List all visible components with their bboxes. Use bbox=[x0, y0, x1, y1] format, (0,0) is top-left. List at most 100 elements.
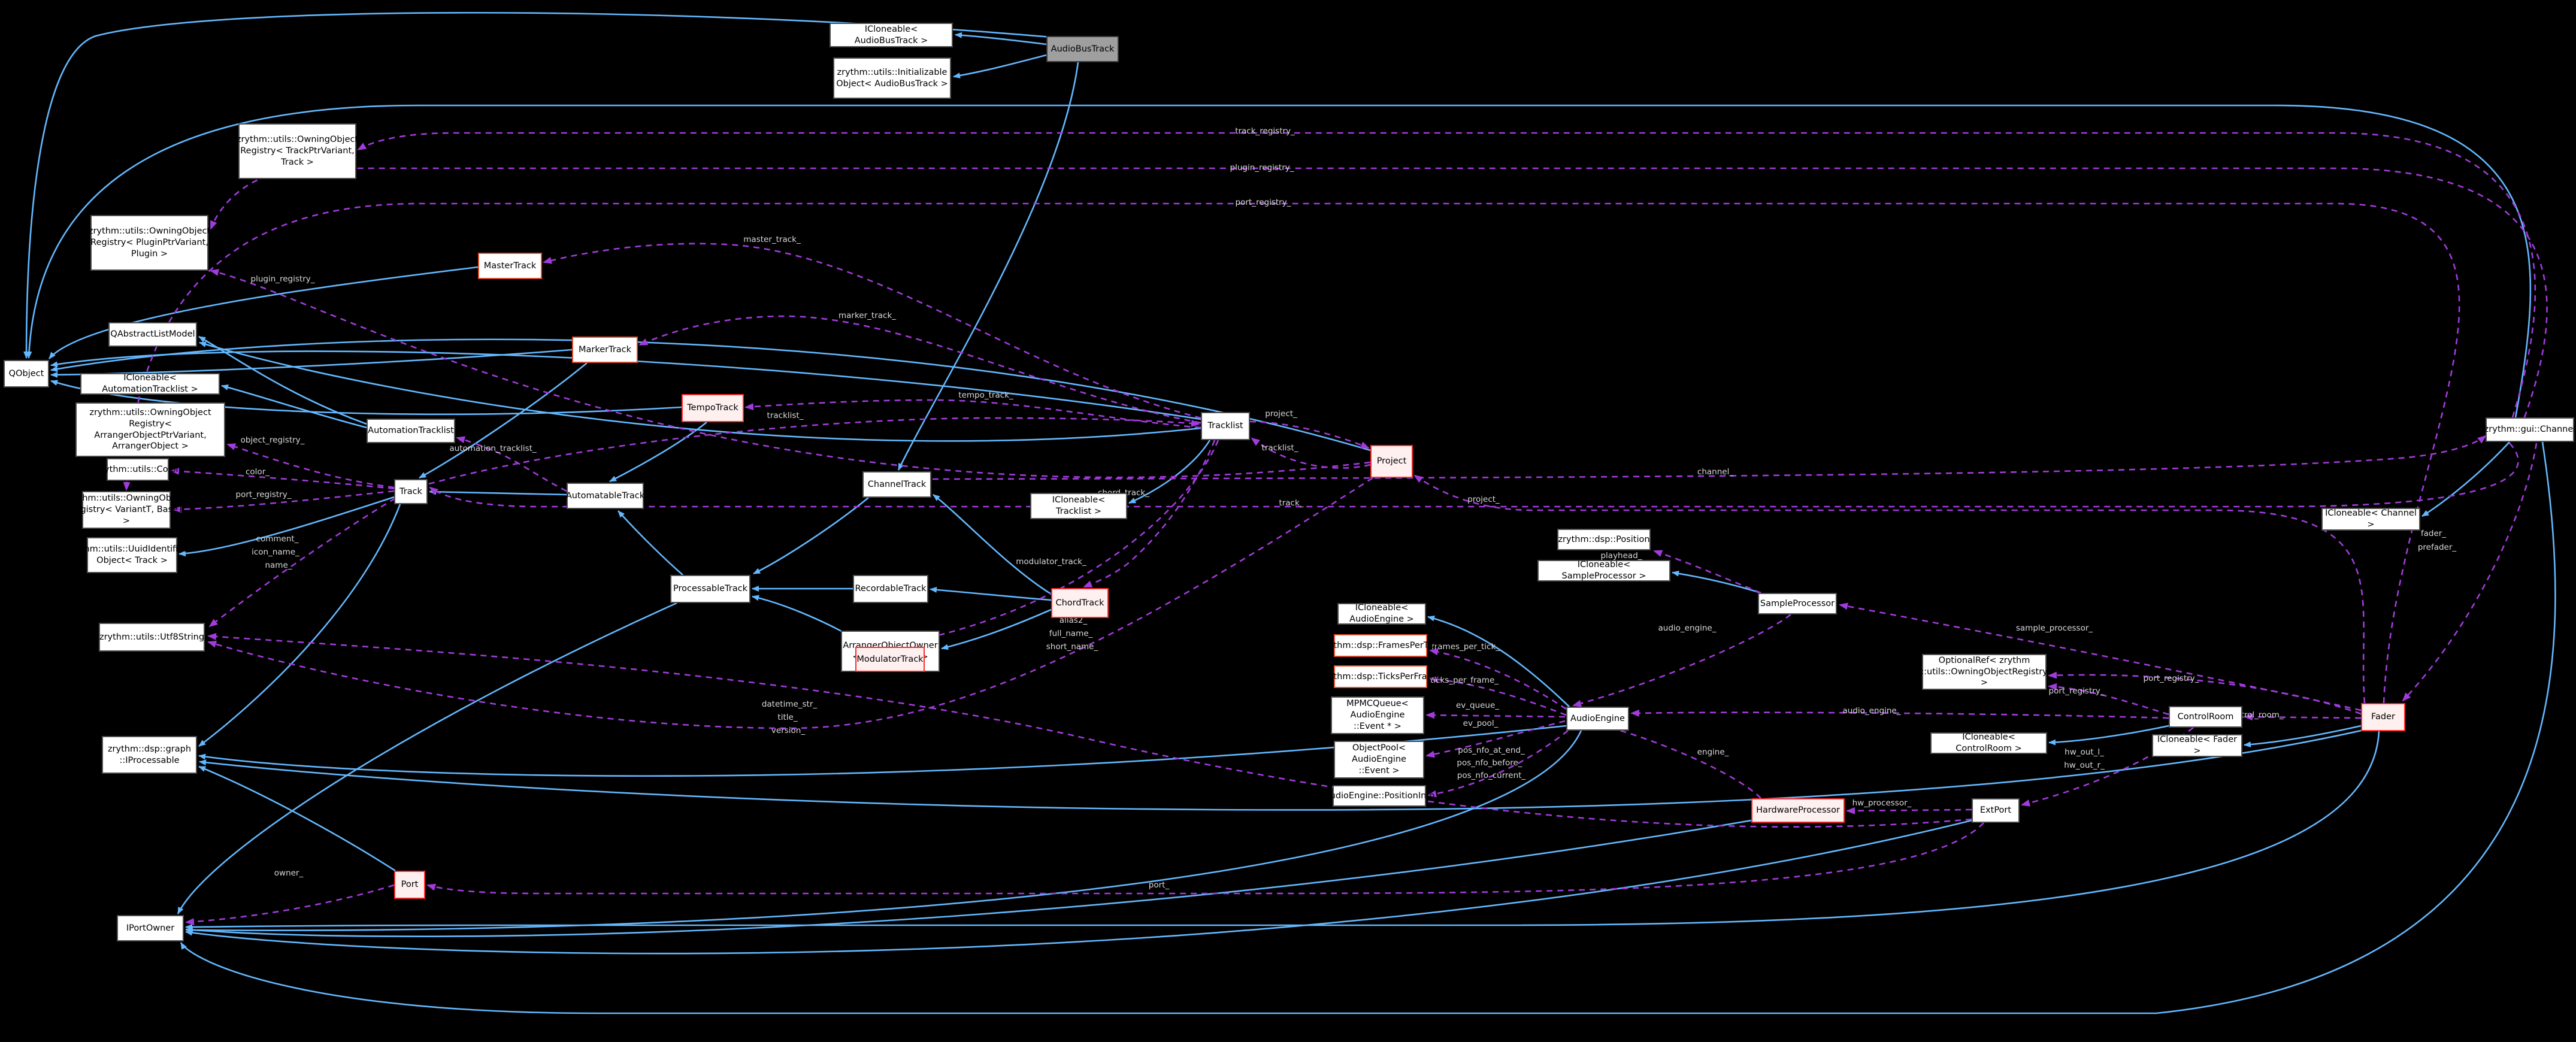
inheritance-edge bbox=[419, 362, 588, 479]
edge-label: ticks_per_frame_ bbox=[1430, 676, 1499, 685]
inheritance-edge bbox=[185, 819, 1972, 955]
node-icl-controlroom[interactable]: ICloneable< ControlRoom > bbox=[1930, 732, 2047, 754]
usage-edge bbox=[1425, 711, 1566, 719]
node-channeltrack[interactable]: ChannelTrack bbox=[862, 471, 931, 498]
edge-label: hw_out_r_ bbox=[2064, 761, 2105, 770]
inheritance-edge bbox=[753, 496, 869, 575]
edge-label: tracklist_ bbox=[1261, 443, 1298, 453]
node-fader[interactable]: Fader bbox=[2361, 703, 2405, 731]
node-hardwareprocessor[interactable]: HardwareProcessor bbox=[1751, 798, 1845, 823]
edge-label: audio_engine_ bbox=[1658, 623, 1717, 633]
usage-edge bbox=[1595, 722, 1761, 799]
edge-label: channel_ bbox=[1697, 467, 1734, 477]
inheritance-edge bbox=[930, 586, 1052, 601]
node-modulatortrack[interactable]: ModulatorTrack bbox=[855, 647, 925, 672]
node-chordtrack[interactable]: ChordTrack bbox=[1051, 588, 1109, 618]
node-track-registry[interactable]: zrythm::utils::OwningObject Registry< Tr… bbox=[237, 123, 358, 179]
node-icl-audiobustrack[interactable]: ICloneable< AudioBusTrack > bbox=[830, 23, 953, 47]
node-color[interactable]: zrythm::utils::Color bbox=[96, 458, 180, 481]
inheritance-edge bbox=[941, 608, 1052, 650]
node-position[interactable]: zrythm::dsp::Position bbox=[1557, 529, 1651, 550]
node-automatabletrack[interactable]: AutomatableTrack bbox=[566, 483, 644, 509]
node-framespertick[interactable]: zrythm::dsp::FramesPerTick bbox=[1320, 634, 1441, 657]
edge-label: ev_pool_ bbox=[1463, 719, 1499, 728]
edge-label: frames_per_tick_ bbox=[1431, 642, 1500, 652]
edge-label: audio_engine_ bbox=[1842, 706, 1901, 716]
edge-label: hw_processor_ bbox=[1852, 798, 1912, 808]
node-utf8string[interactable]: zrythm::utils::Utf8String bbox=[99, 623, 205, 652]
edge-label: port_ bbox=[1148, 880, 1170, 890]
edge-label: datetime_str_ bbox=[761, 699, 818, 709]
edge-label: ev_queue_ bbox=[1455, 701, 1500, 710]
node-icl-fader[interactable]: ICloneable< Fader > bbox=[2152, 734, 2242, 757]
edge-label: pos_nfo_at_end_ bbox=[1458, 746, 1525, 755]
usage-edge bbox=[428, 417, 1200, 485]
node-extport[interactable]: ExtPort bbox=[1972, 798, 2020, 823]
usage-edge bbox=[1846, 807, 1972, 814]
edge-label: tracklist_ bbox=[767, 411, 804, 420]
node-icl-audioengine[interactable]: ICloneable< AudioEngine > bbox=[1337, 603, 1426, 625]
node-mpmcqueue[interactable]: MPMCQueue< AudioEngine ::Event * > bbox=[1331, 696, 1424, 734]
node-icl-automationtracklist[interactable]: ICloneable< AutomationTracklist > bbox=[80, 373, 220, 395]
node-qabstractlistmodel[interactable]: QAbstractListModel bbox=[108, 322, 197, 347]
inheritance-edge bbox=[609, 421, 707, 483]
usage-edge bbox=[1572, 613, 1791, 707]
node-positioninfo[interactable]: AudioEngine::PositionInfo bbox=[1324, 785, 1434, 807]
edge-label: title_ bbox=[777, 713, 798, 722]
edge-label: modulator_track_ bbox=[1016, 557, 1086, 567]
edge-label: color_ bbox=[246, 467, 270, 477]
node-initobj-audiobustrack[interactable]: zrythm::utils::Initializable Object< Aud… bbox=[833, 57, 951, 99]
node-plugin-registry[interactable]: zrythm::utils::OwningObject Registry< Pl… bbox=[89, 215, 210, 271]
usage-edge bbox=[1429, 648, 1567, 710]
inheritance-edge bbox=[1672, 570, 1761, 594]
edge-label: project_ bbox=[1467, 495, 1500, 504]
node-project[interactable]: Project bbox=[1370, 445, 1413, 478]
edge-label: port_registry_ bbox=[1235, 198, 1291, 207]
node-optionalref[interactable]: OptionalRef< zrythm ::utils::OwningObjec… bbox=[1921, 654, 2048, 690]
usage-edge bbox=[2402, 443, 2538, 702]
node-icl-sampleprocessor[interactable]: ICloneable< SampleProcessor > bbox=[1537, 560, 1670, 581]
edge-label: port_registry_ bbox=[2048, 686, 2105, 696]
node-audioengine[interactable]: AudioEngine bbox=[1566, 707, 1629, 731]
usage-edge bbox=[1425, 720, 1566, 758]
node-iprocessable[interactable]: zrythm::dsp::graph ::IProcessable bbox=[102, 736, 197, 774]
node-markertrack[interactable]: MarkerTrack bbox=[572, 337, 638, 363]
node-mastertrack[interactable]: MasterTrack bbox=[478, 253, 542, 279]
node-ticksperframe[interactable]: zrythm::dsp::TicksPerFrame bbox=[1320, 665, 1441, 688]
usage-edge bbox=[2021, 726, 2194, 807]
node-controlroom[interactable]: ControlRoom bbox=[2169, 706, 2242, 728]
usage-edge bbox=[1653, 550, 1761, 594]
inheritance-edge bbox=[2244, 725, 2362, 748]
node-sampleprocessor[interactable]: SampleProcessor bbox=[1758, 593, 1837, 614]
node-audiobustrack[interactable]: AudioBusTrack bbox=[1046, 36, 1119, 62]
node-port[interactable]: Port bbox=[394, 871, 425, 899]
node-icl-channel[interactable]: ICloneable< Channel > bbox=[2321, 508, 2420, 531]
edge-label: marker_track_ bbox=[838, 311, 897, 320]
node-objectpool[interactable]: ObjectPool< AudioEngine ::Event > bbox=[1334, 741, 1424, 779]
edge-label: prefader_ bbox=[2417, 543, 2457, 552]
node-arranger-object-registry[interactable]: zrythm::utils::OwningObject Registry< Ar… bbox=[75, 402, 225, 457]
usage-edge bbox=[456, 436, 567, 492]
node-icl-tracklist[interactable]: ICloneable< Tracklist > bbox=[1030, 493, 1127, 519]
node-gui-channel[interactable]: zrythm::gui::Channel bbox=[2484, 417, 2575, 442]
node-variant-registry[interactable]: zrythm::utils::OwningObject Registry< Va… bbox=[65, 491, 187, 529]
edge-label: name_ bbox=[265, 561, 292, 570]
node-automationtracklist[interactable]: AutomationTracklist bbox=[367, 419, 455, 443]
edge-label: object_registry_ bbox=[240, 435, 305, 445]
usage-edge bbox=[185, 884, 395, 926]
node-recordabletrack[interactable]: RecordableTrack bbox=[853, 575, 928, 603]
node-uuid-identifiable[interactable]: zrythm::utils::UuidIdentifiable Object< … bbox=[68, 537, 196, 573]
node-iportowner[interactable]: IPortOwner bbox=[117, 915, 184, 941]
node-tempotrack[interactable]: TempoTrack bbox=[682, 394, 744, 422]
node-track[interactable]: Track bbox=[394, 479, 428, 504]
usage-edge bbox=[1251, 437, 1371, 469]
node-processabletrack[interactable]: ProcessableTrack bbox=[670, 575, 750, 603]
edge-label: playhead_ bbox=[1600, 551, 1642, 561]
usage-edge bbox=[207, 477, 1373, 729]
node-qobject[interactable]: QObject bbox=[4, 360, 49, 387]
node-tracklist[interactable]: Tracklist bbox=[1201, 412, 1250, 440]
usage-edge bbox=[2048, 671, 2362, 715]
inheritance-edge bbox=[185, 731, 2380, 930]
edge-label: hw_out_l_ bbox=[2065, 747, 2104, 757]
edge-label: alias2_ bbox=[1059, 616, 1088, 625]
